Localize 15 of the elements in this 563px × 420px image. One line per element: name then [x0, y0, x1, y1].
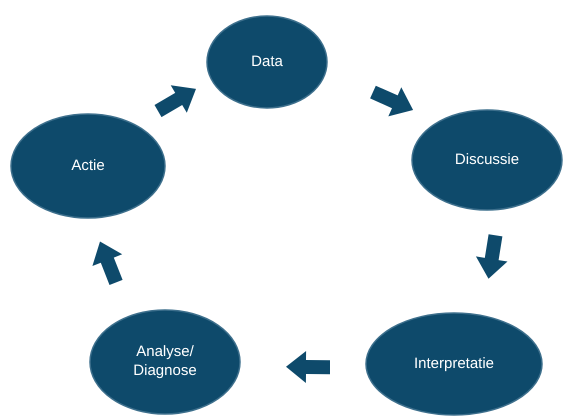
- block-arrow: [286, 351, 330, 383]
- process-ellipse: [89, 309, 241, 415]
- block-arrow: [476, 234, 508, 279]
- process-ellipse: [411, 109, 563, 211]
- process-ellipse: [10, 113, 166, 219]
- block-arrow: [154, 85, 196, 118]
- block-arrow: [370, 86, 414, 116]
- node-label: Analyse/ Diagnose: [132, 343, 198, 381]
- node-label: Interpretatie: [414, 354, 494, 374]
- node-label: Data: [251, 52, 283, 72]
- process-ellipse: [206, 15, 328, 109]
- block-arrow: [92, 242, 123, 285]
- node-label: Actie: [71, 156, 105, 176]
- process-ellipse: [365, 312, 543, 416]
- node-label: Discussie: [454, 150, 520, 170]
